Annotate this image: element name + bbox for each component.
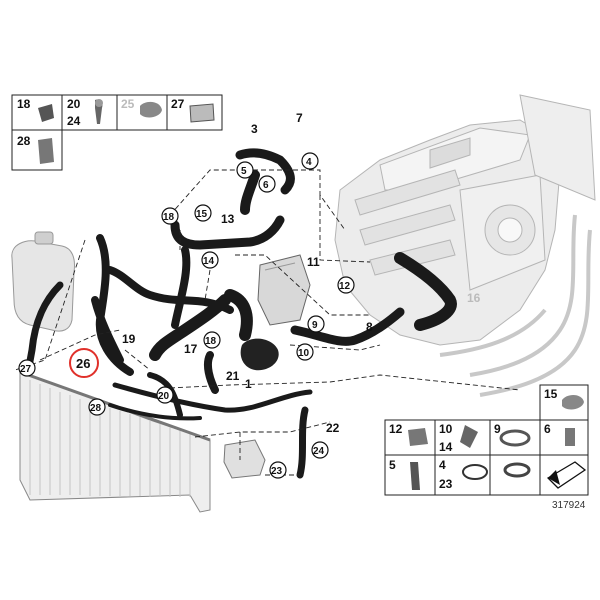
callout-16: 16 bbox=[467, 291, 481, 305]
callout-7: 7 bbox=[296, 111, 303, 125]
inset-top-left-icons bbox=[38, 99, 215, 164]
expansion-tank bbox=[11, 231, 75, 332]
callout-13: 13 bbox=[221, 212, 235, 226]
inset-label-18: 18 bbox=[17, 97, 31, 111]
callout-10: 10 bbox=[298, 348, 310, 359]
highlighted-callout: 26 bbox=[69, 348, 99, 378]
inset-label-23: 23 bbox=[439, 477, 453, 491]
inset-label-20: 20 bbox=[67, 97, 81, 111]
callout-6: 6 bbox=[263, 180, 269, 191]
callout-5: 5 bbox=[241, 166, 247, 177]
inset-label-24: 24 bbox=[67, 114, 81, 128]
callout-21: 21 bbox=[226, 369, 240, 383]
inset-label-27: 27 bbox=[171, 97, 185, 111]
callout-14: 14 bbox=[203, 256, 215, 267]
callout-23: 23 bbox=[271, 466, 283, 477]
engine-block bbox=[334, 94, 596, 346]
inset-bottom-right-icons bbox=[408, 394, 587, 490]
callout-24: 24 bbox=[313, 446, 325, 457]
callout-18-top: 18 bbox=[163, 212, 175, 223]
callout-12: 12 bbox=[339, 281, 351, 292]
inset-label-10: 10 bbox=[439, 422, 453, 436]
callout-19: 19 bbox=[122, 332, 136, 346]
inset-label-28: 28 bbox=[17, 134, 31, 148]
inset-label-15: 15 bbox=[544, 387, 558, 401]
callouts-plain: 3 7 13 11 8 19 17 21 1 16 22 bbox=[122, 111, 481, 435]
inset-label-6: 6 bbox=[544, 422, 551, 436]
callout-8: 8 bbox=[366, 320, 373, 334]
inset-bottom-right-labels: 15 12 10 14 9 6 5 4 23 bbox=[389, 387, 558, 491]
exhaust-pipes bbox=[439, 214, 592, 397]
inset-label-25: 25 bbox=[121, 97, 135, 111]
callout-28: 28 bbox=[90, 403, 102, 414]
inset-label-9: 9 bbox=[494, 422, 501, 436]
inset-top-left-labels: 18 20 24 25 27 28 bbox=[17, 97, 185, 148]
callout-11: 11 bbox=[307, 255, 320, 269]
callout-4: 4 bbox=[306, 157, 312, 168]
callout-20: 20 bbox=[158, 391, 170, 402]
callout-17: 17 bbox=[184, 342, 198, 356]
thermostat-housing bbox=[223, 254, 311, 479]
drawing-number: 317924 bbox=[552, 500, 586, 511]
callout-18-mid: 18 bbox=[205, 336, 217, 347]
inset-parts-bottom-right bbox=[384, 384, 589, 496]
callouts-circled: 4 5 6 18 15 14 12 9 10 18 20 24 23 27 28 bbox=[18, 152, 355, 479]
callout-3: 3 bbox=[251, 122, 258, 136]
callout-1: 1 bbox=[245, 377, 252, 391]
inset-label-12: 12 bbox=[389, 422, 403, 436]
callout-9: 9 bbox=[312, 320, 318, 331]
radiator bbox=[19, 370, 211, 513]
inset-label-14: 14 bbox=[439, 440, 453, 454]
hoses bbox=[24, 148, 457, 479]
callout-26: 26 bbox=[76, 356, 90, 371]
callout-22: 22 bbox=[326, 421, 340, 435]
callout-27: 27 bbox=[20, 364, 32, 375]
inset-label-5: 5 bbox=[389, 458, 396, 472]
inset-label-4: 4 bbox=[439, 458, 446, 472]
callout-15: 15 bbox=[196, 209, 208, 220]
